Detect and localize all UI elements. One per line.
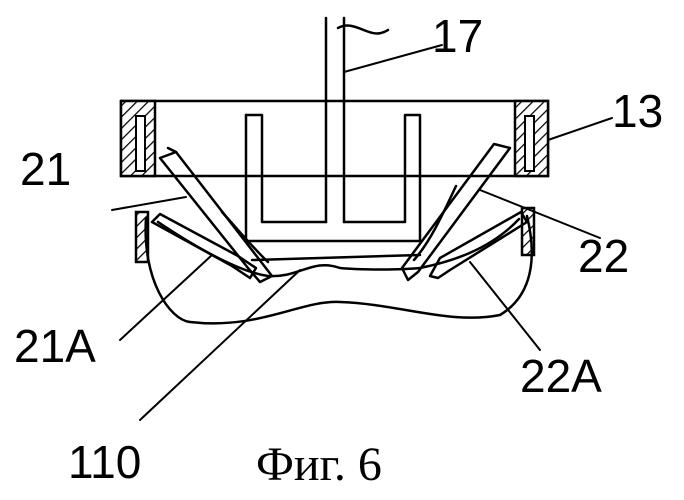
shaft-17	[326, 18, 388, 222]
label-110: 110	[68, 436, 141, 488]
blade-22	[402, 144, 510, 280]
label-22: 22	[578, 230, 629, 282]
u-bracket	[246, 115, 420, 260]
label-17: 17	[432, 10, 483, 62]
label-13: 13	[612, 85, 663, 137]
cup-110	[136, 208, 534, 323]
label-21: 21	[20, 143, 71, 195]
blade-21	[160, 148, 272, 282]
label-21a: 21A	[14, 320, 96, 372]
label-22a: 22A	[520, 350, 602, 402]
figure-caption: Фиг. 6	[256, 438, 382, 491]
blade-22a	[430, 212, 527, 278]
